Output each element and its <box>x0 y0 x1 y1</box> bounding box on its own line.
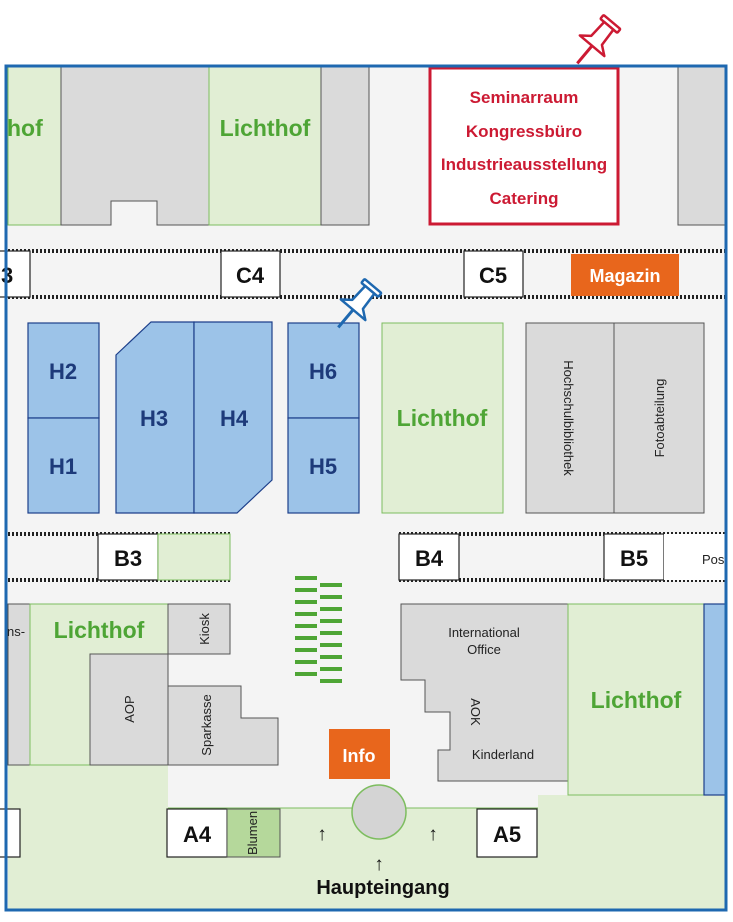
red-pushpin-icon <box>576 14 622 65</box>
lichthof-top-center <box>208 65 322 226</box>
room-b5 <box>603 533 665 581</box>
stairs-icon <box>295 576 342 683</box>
building-top-left <box>60 65 210 226</box>
magazin-box <box>571 254 679 296</box>
sparkasse-building <box>167 685 279 766</box>
hall-h2-label: H2 <box>49 359 77 384</box>
aop-building <box>89 653 169 766</box>
blumen-box <box>226 808 281 858</box>
hall-h4-label: H4 <box>220 406 249 431</box>
room-a4 <box>166 808 228 858</box>
room-c4-label: C4 <box>236 263 265 288</box>
haupteingang-label: Haupteingang <box>316 877 449 899</box>
lichthof-middle <box>381 322 504 514</box>
kiosk-label: Kiosk <box>197 613 212 645</box>
kinderland-label: Kinderland <box>472 747 534 762</box>
room-c4 <box>220 250 281 298</box>
international-office-label-2: Office <box>467 642 501 657</box>
lichthof-top-left <box>7 65 62 226</box>
fotoabteilung-building <box>613 322 705 514</box>
room-b5-label: B5 <box>620 546 648 571</box>
seminarraum-label: Seminarraum <box>470 88 579 107</box>
arrow-up-icon-left: ↑ <box>317 824 327 845</box>
room-a5-label: A5 <box>493 822 521 847</box>
seminar-info-box <box>428 66 620 226</box>
room-c5 <box>463 250 524 298</box>
blumen-label: Blumen <box>245 811 260 855</box>
room-b3-label: B3 <box>114 546 142 571</box>
catering-label: Catering <box>490 189 559 208</box>
sparkasse-label: Sparkasse <box>199 694 214 755</box>
map-border <box>4 64 728 912</box>
blue-strip-right <box>703 603 727 796</box>
hall-h1 <box>27 417 100 514</box>
hochschulbibliothek-building <box>525 322 615 514</box>
room-b3 <box>97 533 159 581</box>
hall-h4 <box>193 321 273 514</box>
lichthof-top-center-label: Lichthof <box>220 115 311 141</box>
info-label: Info <box>343 746 376 766</box>
building-top-right <box>677 65 727 226</box>
roundabout <box>351 784 407 840</box>
industrieausstellung-label: Industrieausstellung <box>441 155 607 174</box>
hall-h6 <box>287 322 360 419</box>
hall-h3 <box>115 321 195 514</box>
magazin-label: Magazin <box>589 266 660 286</box>
fotoabteilung-label: Fotoabteilung <box>652 379 667 458</box>
room-c5-label: C5 <box>479 263 507 288</box>
hall-h5-label: H5 <box>309 454 337 479</box>
post-label: Pos <box>702 552 725 567</box>
lichthof-lower-left-label: Lichthof <box>54 617 145 643</box>
international-office-label-1: International <box>448 625 520 640</box>
kiosk-building <box>167 603 231 655</box>
room-a5 <box>476 808 538 858</box>
small-green-area <box>157 533 231 581</box>
aop-label: AOP <box>122 695 137 722</box>
kongressbuero-label: Kongressbüro <box>466 122 582 141</box>
entrance-lawn-right <box>538 795 726 909</box>
hall-h3-label: H3 <box>140 406 168 431</box>
hall-h2 <box>27 322 100 419</box>
arrow-up-icon-entrance: ↑ <box>374 854 384 875</box>
entrance-lawn-left <box>8 765 168 909</box>
lichthof-top-left-label: hof <box>7 115 43 141</box>
room-a4-label: A4 <box>183 822 212 847</box>
aok-label: AOK <box>468 698 483 726</box>
post-box <box>664 534 726 580</box>
lichthof-middle-label: Lichthof <box>397 405 488 431</box>
blue-pushpin-icon <box>337 278 383 329</box>
hall-h6-label: H6 <box>309 359 337 384</box>
room-b4 <box>398 533 460 581</box>
lichthof-lower-right-label: Lichthof <box>591 687 682 713</box>
building-top-center <box>320 65 370 226</box>
hall-h5 <box>287 417 360 514</box>
ns-label: ns- <box>7 624 25 639</box>
hall-h1-label: H1 <box>49 454 77 479</box>
room-b4-label: B4 <box>415 546 444 571</box>
room-left-partial <box>0 808 21 858</box>
lichthof-lower-right <box>567 603 705 796</box>
info-box <box>329 729 390 779</box>
hochschulbibliothek-label: Hochschulbibliothek <box>561 360 576 476</box>
arrow-up-icon-right: ↑ <box>428 824 438 845</box>
